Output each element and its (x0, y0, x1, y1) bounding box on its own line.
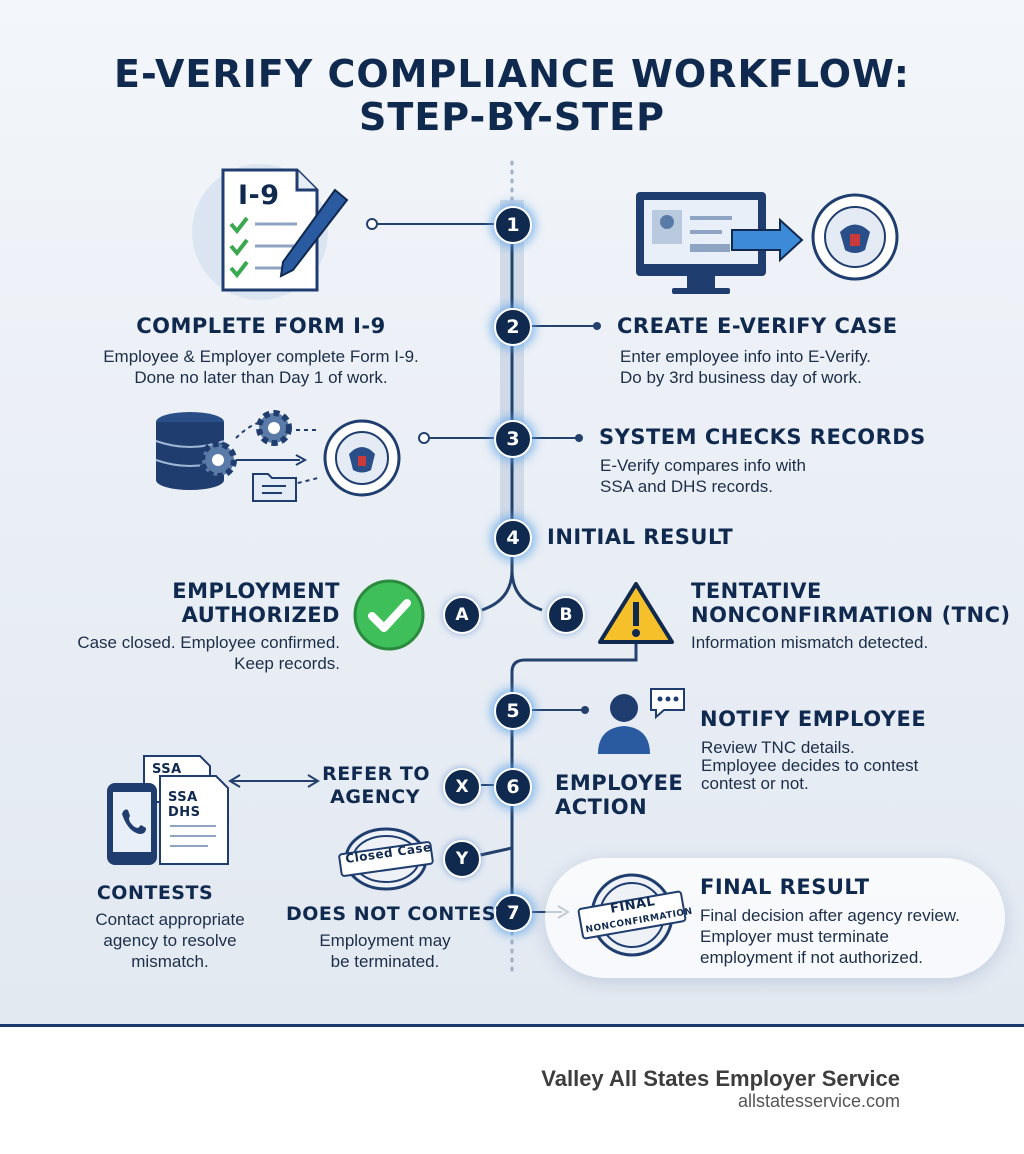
footer-divider (0, 1024, 1024, 1027)
phone-icon (104, 780, 160, 868)
step-4-badge: 4 (494, 519, 532, 557)
notify-employee-desc-2: Employee decides to contest (701, 756, 919, 775)
final-result-desc-2: Employer must terminate (700, 927, 889, 946)
system-checks-title: SYSTEM CHECKS RECORDS (599, 425, 926, 449)
gear-icon (196, 438, 240, 482)
footer-url[interactable]: allstatesservice.com (737, 1091, 900, 1111)
branch-b-badge: B (547, 596, 585, 634)
notify-employee-desc-3: contest or not. (701, 774, 809, 793)
step-3-badge: 3 (494, 420, 532, 458)
does-not-contest-desc-2: be terminated. (330, 952, 440, 971)
gear-icon (252, 406, 296, 450)
notify-employee-title: NOTIFY EMPLOYEE (700, 707, 927, 731)
dhs-seal-icon (810, 192, 900, 282)
tnc-desc: Information mismatch detected. (691, 633, 929, 652)
create-case-title: CREATE E-VERIFY CASE (617, 314, 898, 338)
chat-icon (648, 686, 688, 720)
does-not-contest-title: DOES NOT CONTEST (286, 903, 510, 925)
complete-form-desc-1: Employee & Employer complete Form I-9. (103, 347, 419, 366)
diagram-canvas: E-VERIFY COMPLIANCE WORKFLOW: STEP-BY-ST… (0, 0, 1024, 1026)
authorized-title-1: EMPLOYMENT (172, 579, 340, 603)
title-line-1: E-VERIFY COMPLIANCE WORKFLOW: (114, 52, 910, 96)
ssa-doc-label: SSA (152, 762, 182, 777)
step-6-badge: 6 (494, 768, 532, 806)
step-1-badge: 1 (494, 206, 532, 244)
checkmark-icon (352, 578, 426, 652)
final-result-title: FINAL RESULT (700, 875, 870, 899)
final-result-desc-1: Final decision after agency review. (700, 906, 960, 925)
tnc-title-2: NONCONFIRMATION (TNC) (691, 603, 1011, 627)
step-2-badge: 2 (494, 308, 532, 346)
form-i9-label: I-9 (238, 180, 280, 211)
contests-desc-2: agency to resolve (103, 931, 237, 950)
step-7-badge: 7 (494, 894, 532, 932)
dhs-seal-icon (322, 418, 402, 498)
contests-desc-1: Contact appropriate (95, 910, 245, 929)
complete-form-title: COMPLETE FORM I-9 (136, 314, 386, 338)
dhs-doc-label: DHS (168, 805, 201, 820)
notify-employee-desc-1: Review TNC details. (701, 738, 855, 757)
contests-desc-3: mismatch. (131, 952, 209, 971)
stamp-icon (338, 826, 434, 892)
authorized-desc-1: Case closed. Employee confirmed. (77, 633, 340, 652)
documents-icon (104, 752, 244, 870)
computer-icon (632, 188, 812, 298)
system-checks-desc-2: SSA and DHS records. (600, 477, 773, 496)
create-case-desc-2: Do by 3rd business day of work. (620, 368, 862, 387)
refer-agency-title-2: AGENCY (330, 786, 420, 808)
tnc-title-1: TENTATIVE (691, 579, 822, 603)
title-line-2: STEP-BY-STEP (359, 95, 665, 139)
contests-title: CONTESTS (96, 882, 214, 904)
authorized-title-2: AUTHORIZED (181, 603, 340, 627)
footer (0, 1027, 1024, 1154)
person-icon (594, 686, 654, 756)
authorized-desc-2: Keep records. (234, 654, 340, 673)
footer-brand: Valley All States Employer Service (541, 1066, 900, 1091)
step-5-badge: 5 (494, 692, 532, 730)
does-not-contest-desc-1: Employment may (319, 931, 451, 950)
employee-action-title-1: EMPLOYEE (555, 771, 684, 795)
flow-connectors (228, 160, 638, 977)
branch-x-badge: X (443, 768, 481, 806)
employee-action-title-2: ACTION (555, 795, 648, 819)
stamp-icon (572, 870, 692, 960)
system-checks-desc-1: E-Verify compares info with (600, 456, 806, 475)
final-result-desc-3: employment if not authorized. (700, 948, 924, 967)
refer-agency-title-1: REFER TO (322, 763, 430, 785)
ssa-doc-label-2: SSA (168, 790, 198, 805)
initial-result-title: INITIAL RESULT (547, 525, 734, 549)
warning-icon (596, 580, 676, 646)
folder-icon (250, 468, 300, 504)
branch-y-badge: Y (443, 840, 481, 878)
form-i9-icon (185, 160, 365, 310)
complete-form-desc-2: Done no later than Day 1 of work. (134, 368, 388, 387)
create-case-desc-1: Enter employee info into E-Verify. (620, 347, 872, 366)
branch-a-badge: A (443, 596, 481, 634)
